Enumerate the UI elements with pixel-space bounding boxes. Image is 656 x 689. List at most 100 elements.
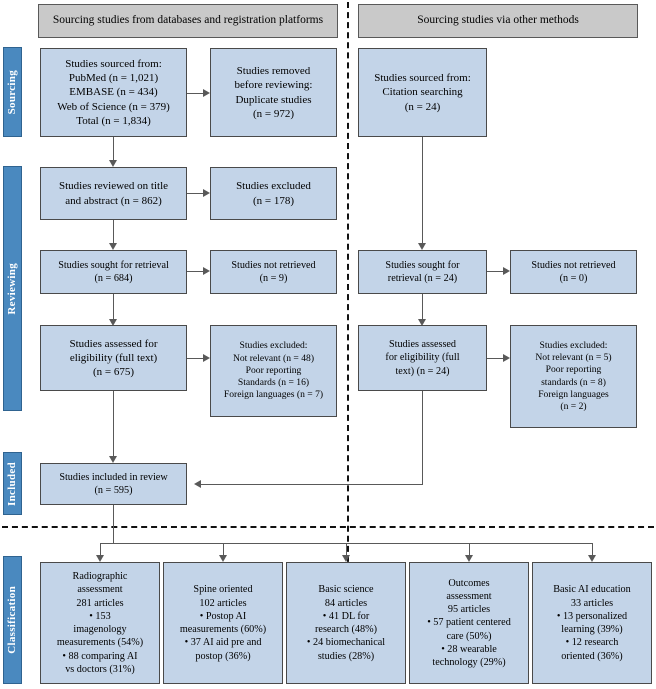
box-studies-sourced-citation-searching: Studies sourced from: Citation searching… <box>358 48 487 137</box>
text-line: Studies assessed for <box>69 337 158 350</box>
arrowhead-sought-to-assessed-left <box>109 319 117 326</box>
arrowhead-class-2 <box>219 555 227 562</box>
connector-bus-to-class-4 <box>469 543 470 557</box>
text-line: • Postop AI <box>199 610 247 622</box>
arrowhead-sourced-to-removed <box>203 89 210 97</box>
text-line: 84 articles <box>324 597 368 609</box>
header-other-methods: Sourcing studies via other methods <box>358 4 638 38</box>
connector-assessed-to-included <box>113 391 114 456</box>
phase-bar-sourcing: Sourcing <box>3 47 22 137</box>
box-studies-excluded-eligibility-right: Studies excluded: Not relevant (n = 5) P… <box>510 325 637 428</box>
connector-sought-to-assessed-right <box>422 294 423 319</box>
arrowhead-reviewed-to-sought <box>109 243 117 250</box>
classification-box-outcomes-assessment: Outcomes assessment 95 articles • 57 pat… <box>409 562 529 684</box>
text-line: Studies not retrieved <box>531 259 616 271</box>
vertical-dashed-separator <box>347 2 349 572</box>
text-line: • 88 comparing AI <box>62 650 138 662</box>
header-databases-registers-label: Sourcing studies from databases and regi… <box>52 14 324 27</box>
box-studies-excluded-eligibility-left: Studies excluded: Not relevant (n = 48) … <box>210 325 337 417</box>
text-line: Studies not retrieved <box>231 259 316 271</box>
text-line: technology (29%) <box>432 657 506 669</box>
text-line: 281 articles <box>76 597 124 609</box>
phase-label-reviewing: Reviewing <box>6 262 18 315</box>
arrowhead-reviewed-to-excluded <box>203 189 210 197</box>
text-line: (n = 9) <box>259 273 288 284</box>
text-line: Studies excluded: <box>239 340 308 352</box>
text-line: 95 articles <box>447 604 491 616</box>
connector-right-assessed-to-included <box>201 484 423 485</box>
text-line: vs doctors (31%) <box>65 663 135 675</box>
connector-included-down <box>113 505 114 543</box>
connector-bus-to-class-2 <box>223 543 224 557</box>
text-line: Studies sought for retrieval <box>58 259 169 271</box>
text-line: retrieval (n = 24) <box>387 273 458 284</box>
box-studies-sought-retrieval-left: Studies sought for retrieval (n = 684) <box>40 250 187 294</box>
text-line: (n = 675) <box>92 366 135 379</box>
arrowhead-class-5 <box>588 555 596 562</box>
text-line: • 153 <box>89 610 111 622</box>
text-line: Basic AI education <box>553 584 631 596</box>
connector-reviewed-to-excluded <box>187 193 203 194</box>
box-studies-sourced-databases: Studies sourced from: PubMed (n = 1,021)… <box>40 48 187 137</box>
text-line: (n = 178) <box>252 194 295 207</box>
text-line: (n = 0) <box>559 273 588 284</box>
text-line: postop (36%) <box>195 650 251 662</box>
text-line: before reviewing: <box>234 79 313 92</box>
classification-box-basic-ai-education: Basic AI education 33 articles • 13 pers… <box>532 562 652 684</box>
box-studies-assessed-eligibility-left: Studies assessed for eligibility (full t… <box>40 325 187 391</box>
connector-bus-to-class-1 <box>100 543 101 557</box>
arrowhead-class-3 <box>342 555 350 562</box>
text-line: oriented (36%) <box>561 650 623 662</box>
arrowhead-assessed-to-excluded-left <box>203 354 210 362</box>
arrowhead-sourced-to-reviewed <box>109 160 117 167</box>
text-line: eligibility (full text) <box>69 351 158 364</box>
text-line: Studies sourced from: <box>65 58 162 71</box>
phase-bar-classification: Classification <box>3 556 22 684</box>
box-studies-removed-before-review: Studies removed before reviewing: Duplic… <box>210 48 337 137</box>
text-line: Studies assessed <box>388 339 457 351</box>
box-studies-assessed-eligibility-right: Studies assessed for eligibility (full t… <box>358 325 487 391</box>
text-line: • 12 research <box>565 637 619 649</box>
connector-sought-to-not-retrieved-left <box>187 271 203 272</box>
horizontal-dashed-separator <box>2 526 654 528</box>
text-line: text) (n = 24) <box>395 365 450 377</box>
box-studies-not-retrieved-left: Studies not retrieved (n = 9) <box>210 250 337 294</box>
text-line: • 13 personalized <box>556 610 628 622</box>
text-line: Not relevant (n = 5) <box>535 351 612 363</box>
connector-sourced-to-removed <box>187 93 203 94</box>
text-line: Studies included in review <box>59 471 168 483</box>
text-line: Poor reporting <box>545 364 602 376</box>
text-line: Spine oriented <box>193 584 253 596</box>
text-line: Studies excluded: <box>539 339 608 351</box>
classification-box-radiographic-assessment: Radiographic assessment 281 articles • 1… <box>40 562 160 684</box>
text-line: measurements (60%) <box>179 624 267 635</box>
text-line: standards (n = 8) <box>541 376 606 388</box>
text-line: 102 articles <box>199 597 247 609</box>
phase-bar-reviewing: Reviewing <box>3 166 22 411</box>
box-studies-included-in-review: Studies included in review (n = 595) <box>40 463 187 505</box>
arrowhead-class-1 <box>96 555 104 562</box>
arrowhead-sought-to-not-retrieved-right <box>503 267 510 275</box>
box-studies-sought-retrieval-right: Studies sought for retrieval (n = 24) <box>358 250 487 294</box>
text-line: Studies sourced from: <box>374 72 471 85</box>
arrowhead-sought-to-assessed-right <box>418 319 426 326</box>
text-line: (n = 684) <box>94 273 133 284</box>
text-line: Total (n = 1,834) <box>76 114 151 127</box>
arrowhead-class-4 <box>465 555 473 562</box>
text-line: care (50%) <box>446 630 492 642</box>
connector-assessed-to-excluded-right <box>487 358 503 359</box>
box-studies-excluded-title-abstract: Studies excluded (n = 178) <box>210 167 337 220</box>
text-line: assessment <box>446 590 492 602</box>
text-line: (n = 972) <box>252 107 295 120</box>
text-line: studies (28%) <box>317 650 375 662</box>
text-line: assessment <box>77 584 123 596</box>
classification-box-basic-science: Basic science 84 articles • 41 DL for re… <box>286 562 406 684</box>
text-line: • 28 wearable <box>441 643 497 655</box>
text-line: Not relevant (n = 48) <box>232 352 315 364</box>
text-line: (n = 595) <box>94 485 133 496</box>
text-line: PubMed (n = 1,021) <box>68 72 159 85</box>
text-line: (n = 24) <box>404 100 441 113</box>
connector-sourced-to-reviewed <box>113 137 114 160</box>
connector-right-assessed-down <box>422 391 423 484</box>
